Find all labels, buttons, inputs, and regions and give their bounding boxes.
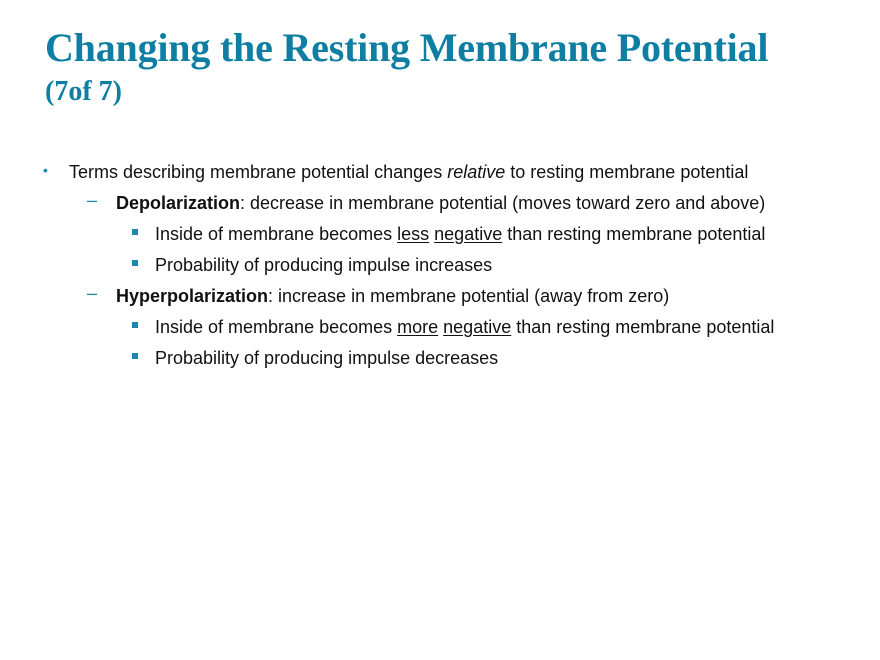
- bullet-text: than resting membrane potential: [511, 317, 775, 337]
- bullet-square-icon: [132, 260, 138, 266]
- bullet-item-hyperpolarization: – Hyperpolarization: increase in membran…: [87, 283, 670, 308]
- bullet-item-depol-inside: Inside of membrane becomes less negative…: [132, 222, 766, 246]
- slide-title-main: Changing the Resting Membrane Potential: [45, 25, 769, 70]
- bullet-item-terms: • Terms describing membrane potential ch…: [43, 160, 749, 184]
- emphasis-relative: relative: [447, 162, 506, 182]
- bullet-text: : decrease in membrane potential (moves …: [240, 193, 766, 213]
- underlined-more: more: [397, 317, 439, 337]
- bullet-square-icon: [132, 322, 138, 328]
- slide-title-subtitle: (7of 7): [45, 76, 122, 107]
- bullet-text: than resting membrane potential: [502, 224, 766, 244]
- underlined-negative: negative: [443, 317, 512, 337]
- bullet-item-depol-probability: Probability of producing impulse increas…: [132, 253, 493, 277]
- term-depolarization: Depolarization: [116, 193, 241, 213]
- bullet-text: to resting membrane potential: [505, 162, 749, 182]
- bullet-text: Inside of membrane becomes: [155, 224, 398, 244]
- underlined-less: less: [397, 224, 430, 244]
- term-hyperpolarization: Hyperpolarization: [116, 286, 269, 306]
- bullet-text: Probability of producing impulse increas…: [155, 255, 493, 275]
- bullet-dash-icon: –: [87, 190, 98, 210]
- bullet-square-icon: [132, 353, 138, 359]
- bullet-item-depolarization: – Depolarization: decrease in membrane p…: [87, 190, 766, 215]
- bullet-text: Terms describing membrane potential chan…: [69, 162, 448, 182]
- bullet-text: Probability of producing impulse decreas…: [155, 348, 499, 368]
- bullet-dash-icon: –: [87, 283, 98, 303]
- bullet-item-hyper-inside: Inside of membrane becomes more negative…: [132, 315, 775, 339]
- bullet-square-icon: [132, 229, 138, 235]
- slide-title: Changing the Resting Membrane Potential …: [45, 28, 768, 106]
- bullet-text: : increase in membrane potential (away f…: [268, 286, 670, 306]
- underlined-negative: negative: [434, 224, 503, 244]
- bullet-text: Inside of membrane becomes: [155, 317, 398, 337]
- bullet-item-hyper-probability: Probability of producing impulse decreas…: [132, 346, 499, 370]
- bullet-dot-icon: •: [43, 162, 48, 178]
